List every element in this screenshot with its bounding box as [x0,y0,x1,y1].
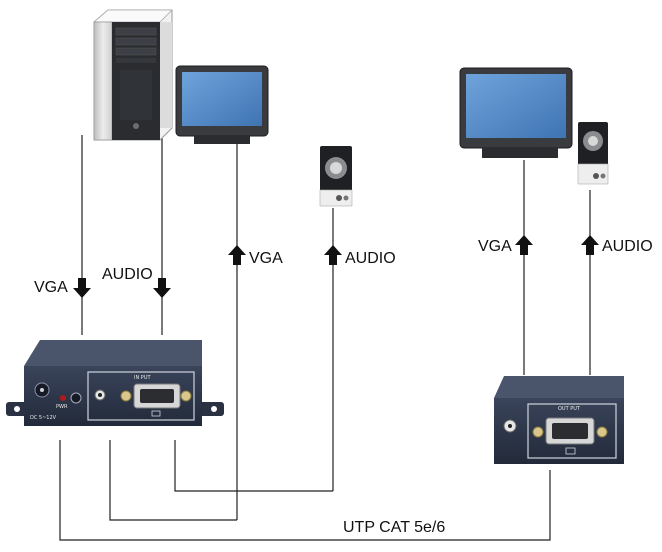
utp-cable-line [59,440,551,541]
arrows [73,235,599,298]
receiver-box: OUT PUT [494,376,624,464]
arrow-up-icon [228,245,246,265]
utp-cable-label: UTP CAT 5e/6 [343,519,445,536]
pwr-label: PWR [56,404,68,410]
arrow-down-icon [153,278,171,298]
remote-vga-label: VGA [478,238,512,255]
pc-tower-icon [92,9,173,141]
local-vga-label: VGA [249,250,283,267]
pc-vga-label: VGA [34,279,68,296]
arrow-up-icon [581,235,599,255]
input-panel-label: IN PUT [134,375,151,381]
remote-speaker-icon [577,122,609,185]
pc-audio-label: AUDIO [102,266,153,283]
output-panel-label: OUT PUT [558,406,581,412]
arrow-up-icon [324,245,342,265]
arrow-up-icon [515,235,533,255]
power-input-label: DC 5~12V [30,415,57,421]
local-audio-label: AUDIO [345,250,396,267]
speaker-icon [319,146,353,207]
arrow-down-icon [73,278,91,298]
local-vga-out-line [109,440,237,521]
local-audio-out-line [174,440,333,492]
transmitter-box: PWR DC 5~12V IN PUT [6,340,224,426]
remote-audio-label: AUDIO [602,238,653,255]
remote-monitor-icon [459,67,573,158]
monitor-icon [175,65,269,144]
